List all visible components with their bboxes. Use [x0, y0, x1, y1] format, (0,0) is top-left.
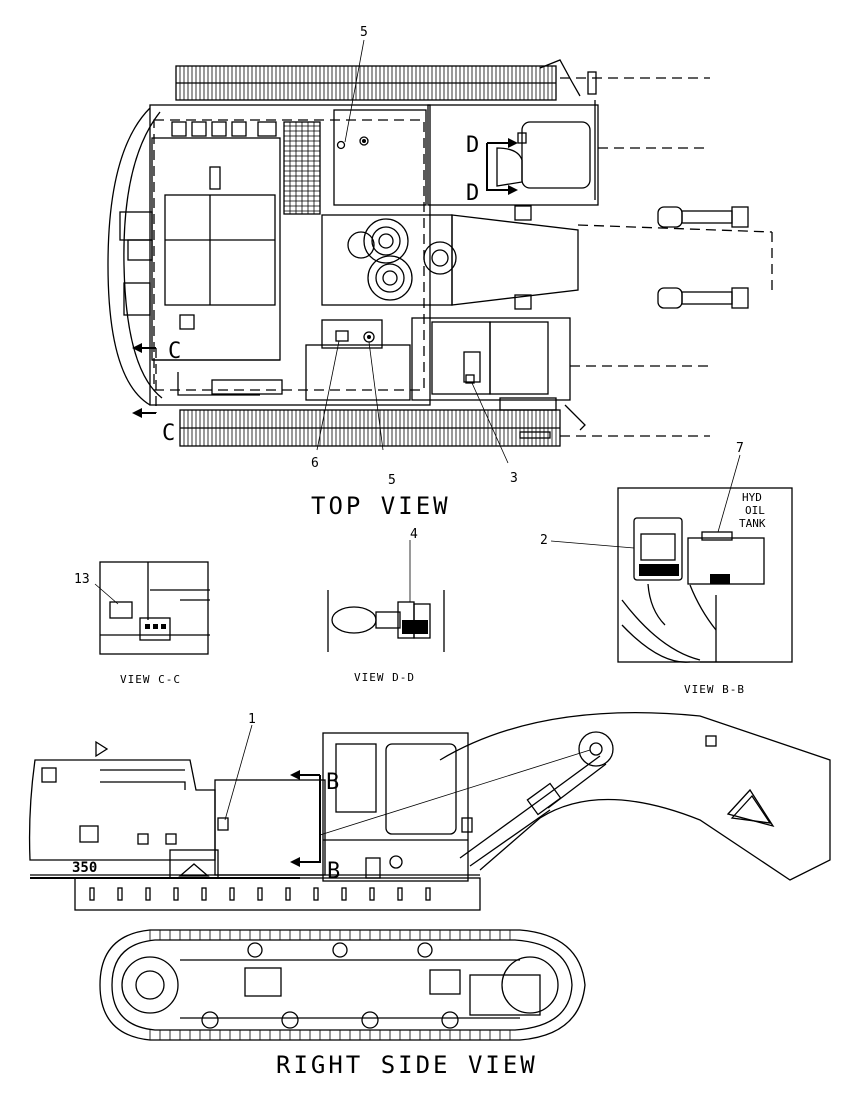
item-1-location: [217, 817, 229, 831]
section-d-upper-label: D: [466, 133, 479, 158]
view-b-b-title: VIEW B-B: [684, 683, 745, 696]
swing-drive-upper: [363, 218, 409, 264]
right-side-view-title: RIGHT SIDE VIEW: [276, 1051, 538, 1079]
upper-frame: [149, 104, 431, 406]
item-7-location: [701, 531, 733, 541]
swing-drive-lower: [367, 255, 413, 301]
view-d-d-title: VIEW D-D: [354, 671, 415, 684]
cab-side-view: [322, 732, 473, 882]
section-c-marker: C C: [132, 339, 181, 446]
item-13-location: [109, 601, 133, 619]
top-view-title: TOP VIEW: [311, 492, 451, 520]
item-5-location-top: [359, 136, 369, 146]
right-side-view: B B 350: [28, 712, 831, 1041]
callout-5-bottom: 5: [388, 473, 396, 488]
callout-7: 7: [736, 441, 744, 456]
hyd-label: HYD: [742, 491, 762, 504]
engine-hood-side: [28, 759, 216, 861]
callout-1: 1: [248, 712, 256, 727]
radiator-grille: [283, 121, 321, 215]
section-d-lower-label: D: [466, 181, 479, 206]
boom: [439, 712, 831, 881]
track-assembly-side: [99, 929, 586, 1041]
drive-sprocket: [501, 956, 559, 1014]
boom-foot: [451, 214, 579, 306]
view-d-d: [327, 540, 445, 652]
section-c-lower-label: C: [162, 421, 175, 446]
section-b-lower-label: B: [327, 859, 340, 884]
view-b-b: HYD OIL TANK: [550, 454, 793, 663]
section-b-upper-label: B: [326, 770, 339, 795]
idler-wheel: [121, 956, 179, 1014]
section-d-marker: D D: [466, 133, 518, 206]
callout-4: 4: [410, 527, 418, 542]
engine-compartment: [151, 137, 281, 361]
callout-2: 2: [540, 533, 548, 548]
model-number-label: 350: [72, 860, 97, 876]
view-c-c-title: VIEW C-C: [120, 673, 181, 686]
counterweight-outline: [107, 107, 151, 406]
top-view: D D C C: [107, 59, 773, 447]
item-3-location: [465, 374, 475, 384]
callout-6: 6: [311, 456, 319, 471]
boom-cylinder-rods: [657, 206, 749, 309]
callout-5-top: 5: [360, 25, 368, 40]
item-2-location: [633, 517, 683, 581]
section-b-marker: B B: [290, 770, 340, 884]
section-c-upper-label: C: [168, 339, 181, 364]
tank-area-top-view: [411, 317, 571, 401]
callout-3: 3: [510, 471, 518, 486]
top-view-leaders: [316, 39, 509, 464]
upper-deck-side: [74, 877, 481, 911]
item-6-location: [335, 330, 349, 342]
tank-label: TANK: [739, 517, 766, 530]
view-c-c: [94, 561, 210, 655]
callout-13: 13: [74, 572, 90, 587]
top-view-upper-track: [175, 65, 557, 101]
cab-top-view: [427, 100, 599, 206]
oil-label: OIL: [745, 504, 765, 517]
swivel: [423, 241, 457, 275]
top-view-lower-track: [179, 409, 561, 447]
